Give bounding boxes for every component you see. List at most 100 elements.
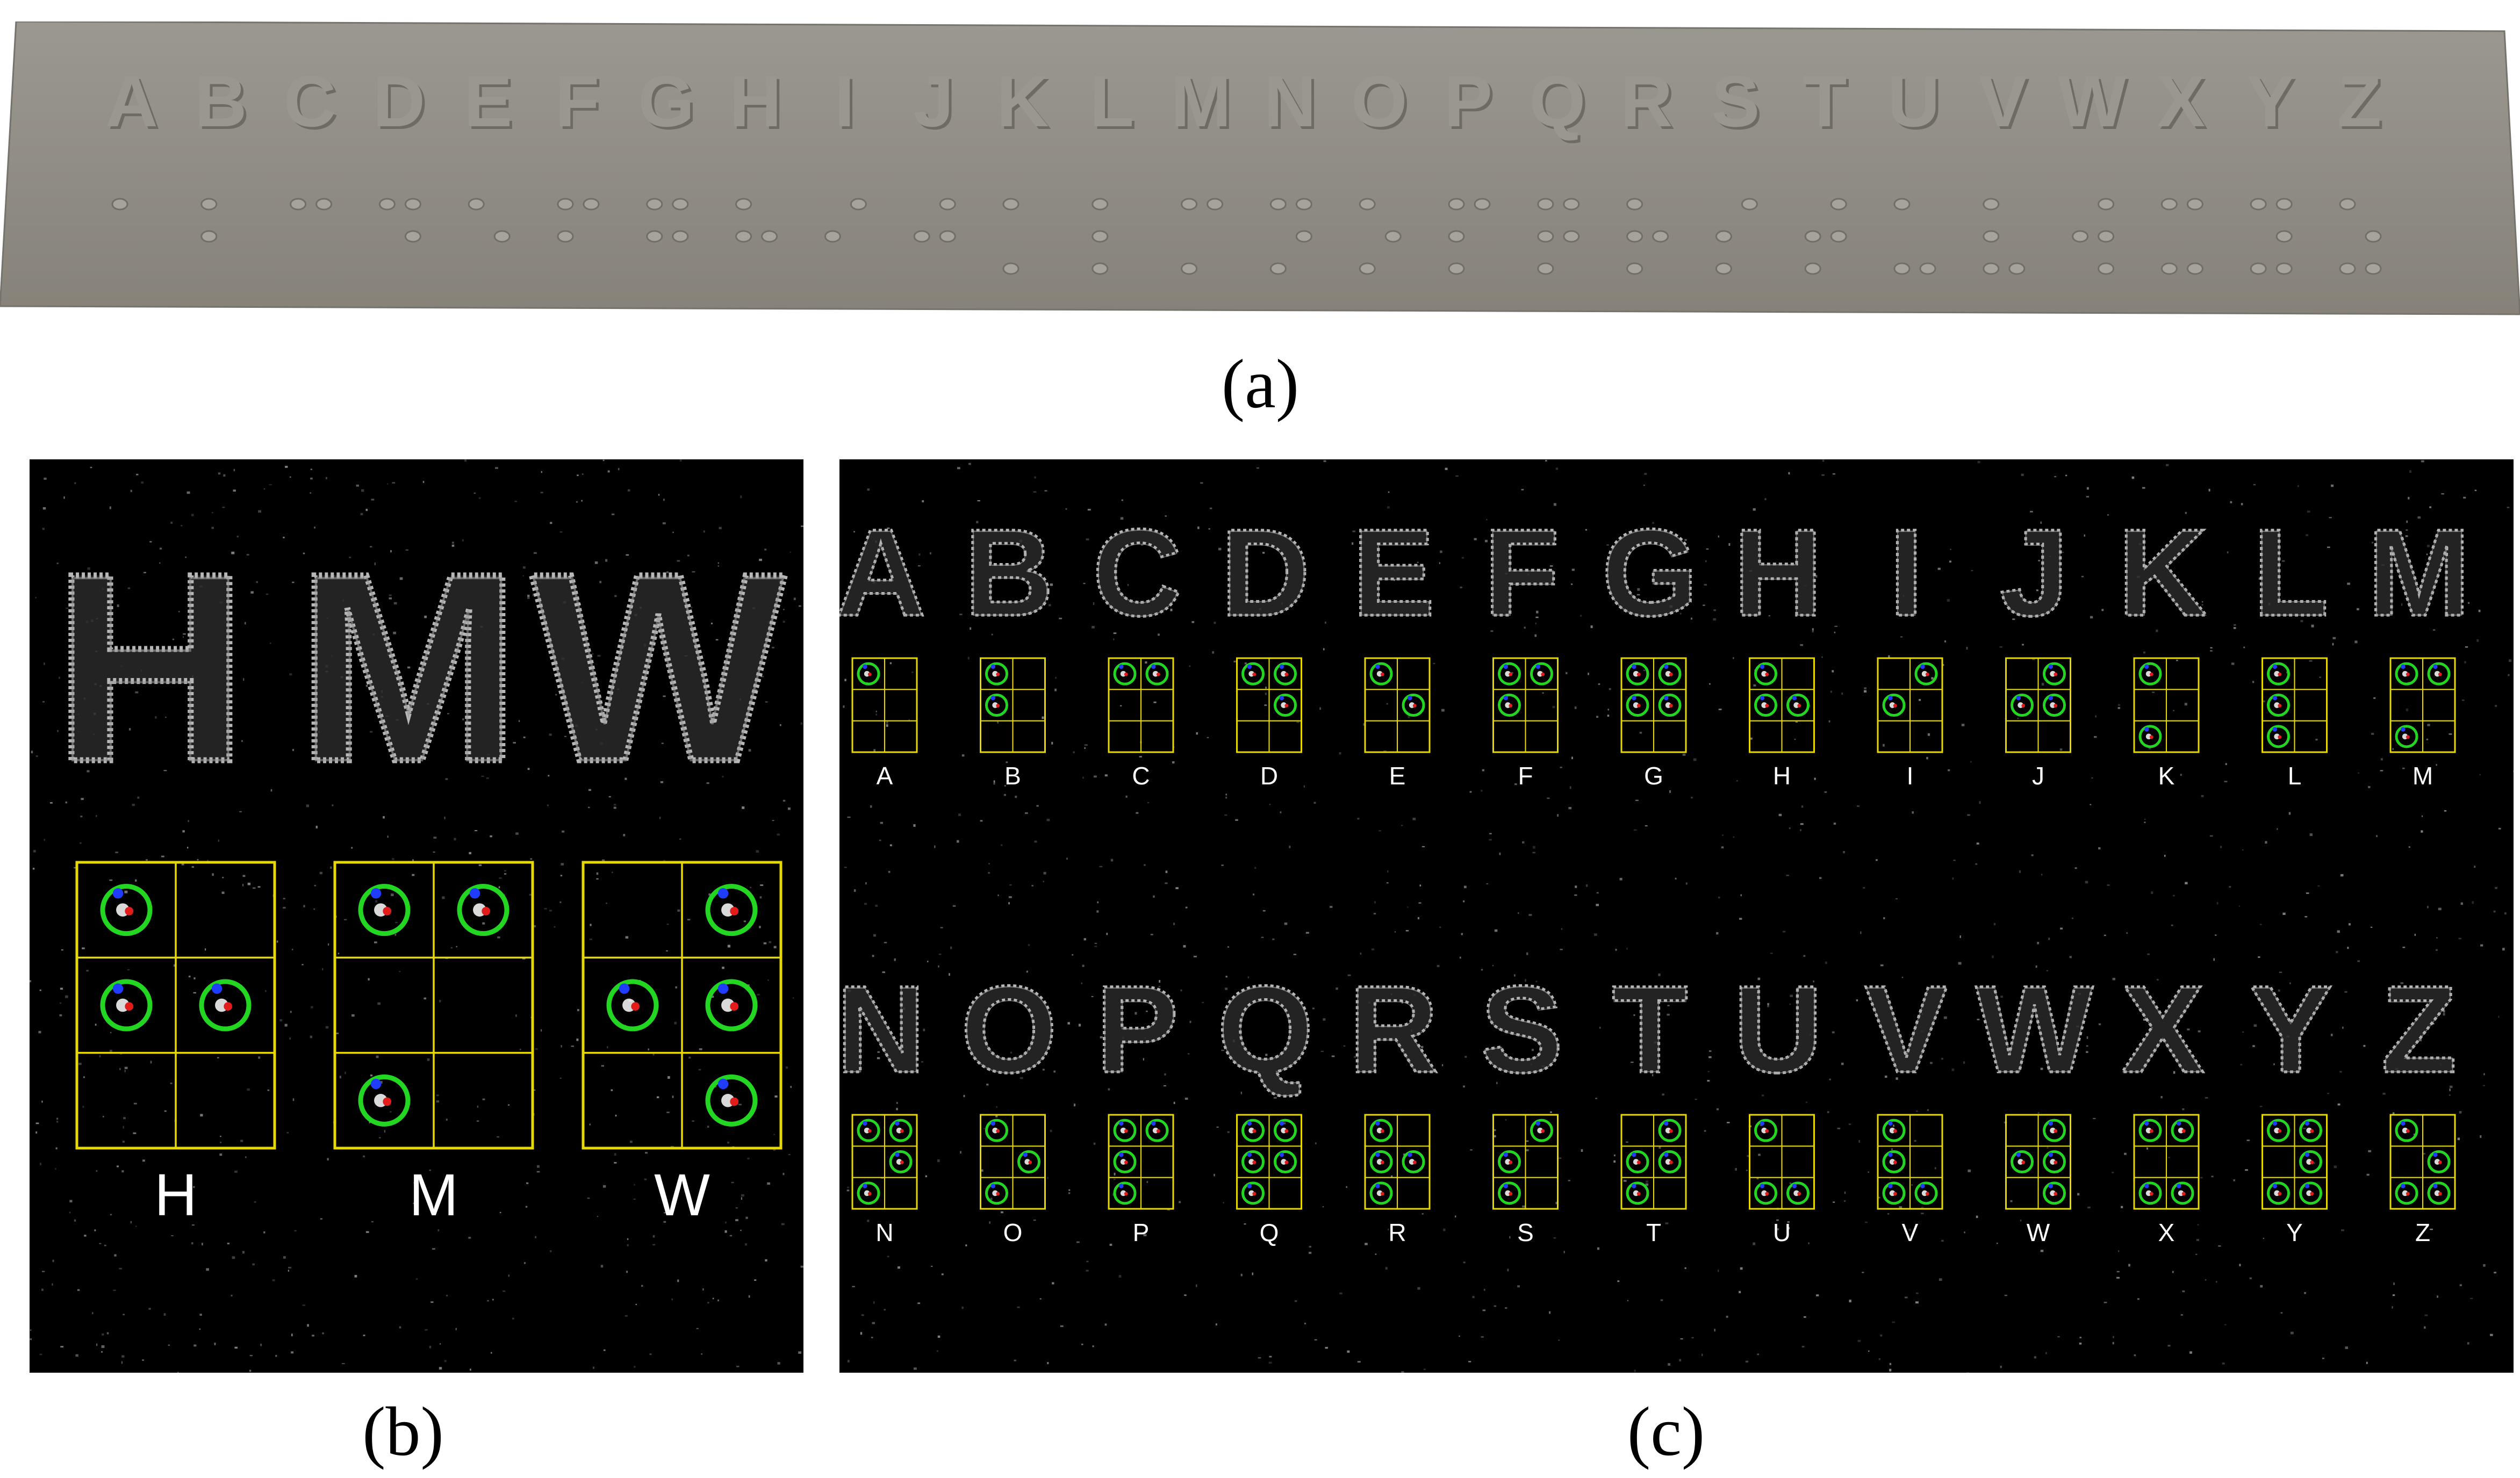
plate-letter: K [996, 61, 1049, 142]
dot-center-marker [2054, 704, 2058, 708]
dot-center-marker [996, 704, 1000, 708]
cell-label: G [1644, 762, 1663, 790]
dot-edge-marker [370, 1078, 382, 1090]
svg-text:N: N [839, 962, 925, 1098]
dot-center-marker [1252, 672, 1257, 676]
dot-center-marker [1252, 1129, 1257, 1133]
detected-dot-circle [1113, 1150, 1137, 1173]
svg-text:H: H [53, 517, 247, 817]
braille-dot [583, 198, 600, 211]
dot-edge-marker [1375, 1121, 1380, 1126]
braille-dot [1893, 262, 1911, 275]
dot-edge-marker [2048, 1121, 2054, 1126]
dot-center-marker [2278, 704, 2282, 708]
dot-edge-marker [1408, 696, 1412, 701]
svg-text:V: V [1981, 63, 2030, 145]
cell-label: I [1907, 762, 1914, 790]
detected-dot-circle [889, 1150, 913, 1173]
detected-dot-circle [2427, 1150, 2451, 1173]
dot-edge-marker [2433, 1184, 2438, 1188]
dot-edge-marker [1375, 1184, 1380, 1188]
dot-edge-marker [1247, 1184, 1252, 1188]
detected-dot-circle [1914, 1181, 1938, 1205]
braille-dot [200, 230, 218, 243]
dot-edge-marker [990, 1184, 996, 1188]
cell-label: W [2027, 1219, 2050, 1246]
plate-letter: Z [2337, 61, 2381, 142]
dot-center-marker [1669, 1160, 1673, 1164]
dot-center-marker [383, 1097, 392, 1106]
braille-cell-n: N [851, 1114, 918, 1246]
dot-edge-marker [1664, 1152, 1669, 1157]
braille-dot [735, 230, 752, 243]
dot-edge-marker [2144, 664, 2149, 669]
scanned-letter-h: HH [1732, 502, 1824, 643]
svg-text:E: E [466, 63, 515, 145]
plate-letter: I [835, 61, 855, 142]
svg-text:I: I [1890, 506, 1923, 641]
scanned-letter-n: NN [839, 958, 927, 1099]
scanned-letter-k: KK [2116, 502, 2208, 643]
braille-dot [1983, 230, 2000, 243]
braille-dot [1448, 230, 1465, 243]
dot-edge-marker [2272, 664, 2278, 669]
dot-edge-marker [1760, 1184, 1765, 1188]
braille-cell-r: R [1364, 1114, 1431, 1246]
dot-center-marker [1893, 704, 1897, 708]
dot-center-marker [1893, 1160, 1897, 1164]
braille-dot [939, 198, 956, 211]
dot-edge-marker [1760, 1121, 1765, 1126]
braille-cell-h: H [1749, 657, 1815, 790]
svg-text:L: L [1093, 63, 1137, 145]
cell-label: F [1518, 762, 1533, 790]
scanned-letter-f: FF [1483, 502, 1561, 643]
dot-center-marker [2406, 672, 2410, 676]
detected-dot-circle [985, 1181, 1008, 1205]
dot-edge-marker [990, 664, 996, 669]
braille-dot [557, 230, 574, 243]
dot-center-marker [631, 1002, 640, 1011]
dot-edge-marker [2048, 664, 2054, 669]
braille-cell-p: P [1108, 1114, 1174, 1246]
dot-center-marker [730, 1097, 739, 1106]
detected-dot-circle [889, 1119, 913, 1142]
dot-edge-marker [1151, 1121, 1156, 1126]
detected-dot-circle [1626, 662, 1649, 686]
detected-dot-circle [1241, 1181, 1265, 1205]
svg-text:X: X [2122, 962, 2203, 1098]
braille-dot [1448, 198, 1465, 211]
dot-center-marker [1765, 704, 1769, 708]
svg-text:U: U [1733, 960, 1822, 1098]
cell-label: R [1388, 1219, 1406, 1246]
svg-text:H: H [55, 521, 246, 817]
detected-dot-circle [1274, 1119, 1297, 1142]
svg-text:H: H [732, 63, 785, 145]
braille-cell-m: M [2389, 657, 2456, 790]
svg-text:A: A [108, 63, 161, 145]
dot-center-marker [1669, 704, 1673, 708]
braille-dot [646, 230, 663, 243]
dot-center-marker [2021, 704, 2026, 708]
dot-edge-marker [1535, 664, 1541, 669]
dot-center-marker [1028, 1160, 1032, 1164]
svg-text:A: A [839, 503, 925, 641]
svg-text:X: X [2159, 63, 2208, 145]
detected-dot-circle [1402, 1150, 1425, 1173]
cell-label: T [1646, 1219, 1661, 1246]
dot-edge-marker [717, 983, 729, 994]
scanned-letter-v: VV [1864, 958, 1949, 1099]
braille-dot [1092, 230, 1109, 243]
detected-dot-circle [1626, 1150, 1649, 1173]
dot-center-marker [1284, 704, 1289, 708]
braille-dot [735, 198, 752, 211]
plate-letter: V [1979, 61, 2027, 142]
svg-text:G: G [641, 63, 697, 145]
braille-dot [2160, 262, 2178, 275]
detected-dot-circle [857, 1181, 880, 1205]
svg-text:M: M [2368, 506, 2470, 641]
dot-center-marker [125, 1002, 134, 1011]
svg-text:E: E [1353, 506, 1434, 641]
svg-text:Q: Q [1532, 63, 1588, 145]
